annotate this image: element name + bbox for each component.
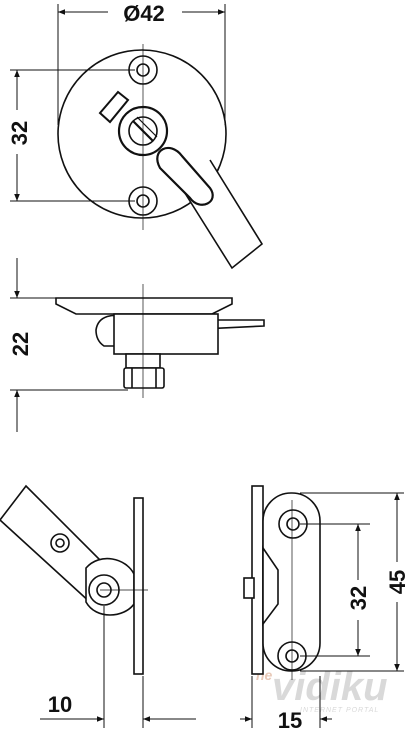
bottom-left-view xyxy=(0,484,148,675)
top-view xyxy=(57,44,264,270)
dim-bottom-left-label: 10 xyxy=(48,692,72,717)
dim-bottom-spacing-label: 32 xyxy=(346,586,371,610)
dim-mask-d42 xyxy=(108,0,182,24)
bottom-right-view xyxy=(243,485,321,680)
side-plate xyxy=(55,297,233,315)
dim-diameter-label: Ø42 xyxy=(123,1,165,26)
dim-mask-45 xyxy=(386,562,409,602)
side-nut xyxy=(123,367,165,389)
watermark-tagline: INTERNET PORTAL xyxy=(300,707,379,714)
dim-side-height-label: 22 xyxy=(8,332,33,356)
side-view xyxy=(55,284,265,398)
watermark: ne vidiku INTERNET PORTAL xyxy=(256,665,388,714)
watermark-brand: vidiku xyxy=(272,665,388,709)
bl-plate xyxy=(133,497,144,675)
bottom-left-dimensions xyxy=(40,606,196,728)
dim-mask-br32 xyxy=(344,580,372,620)
arm-slot xyxy=(156,146,214,206)
side-dimensions xyxy=(10,258,128,432)
br-screw xyxy=(243,577,255,599)
dim-mask-32 xyxy=(5,110,29,154)
dim-bottom-total-label: 45 xyxy=(385,570,409,594)
br-bracket xyxy=(262,545,279,627)
clip xyxy=(98,90,130,124)
dim-top-spacing-label: 32 xyxy=(7,121,32,145)
dim-bottom-right-width-label: 15 xyxy=(278,708,302,730)
side-body xyxy=(113,313,219,355)
